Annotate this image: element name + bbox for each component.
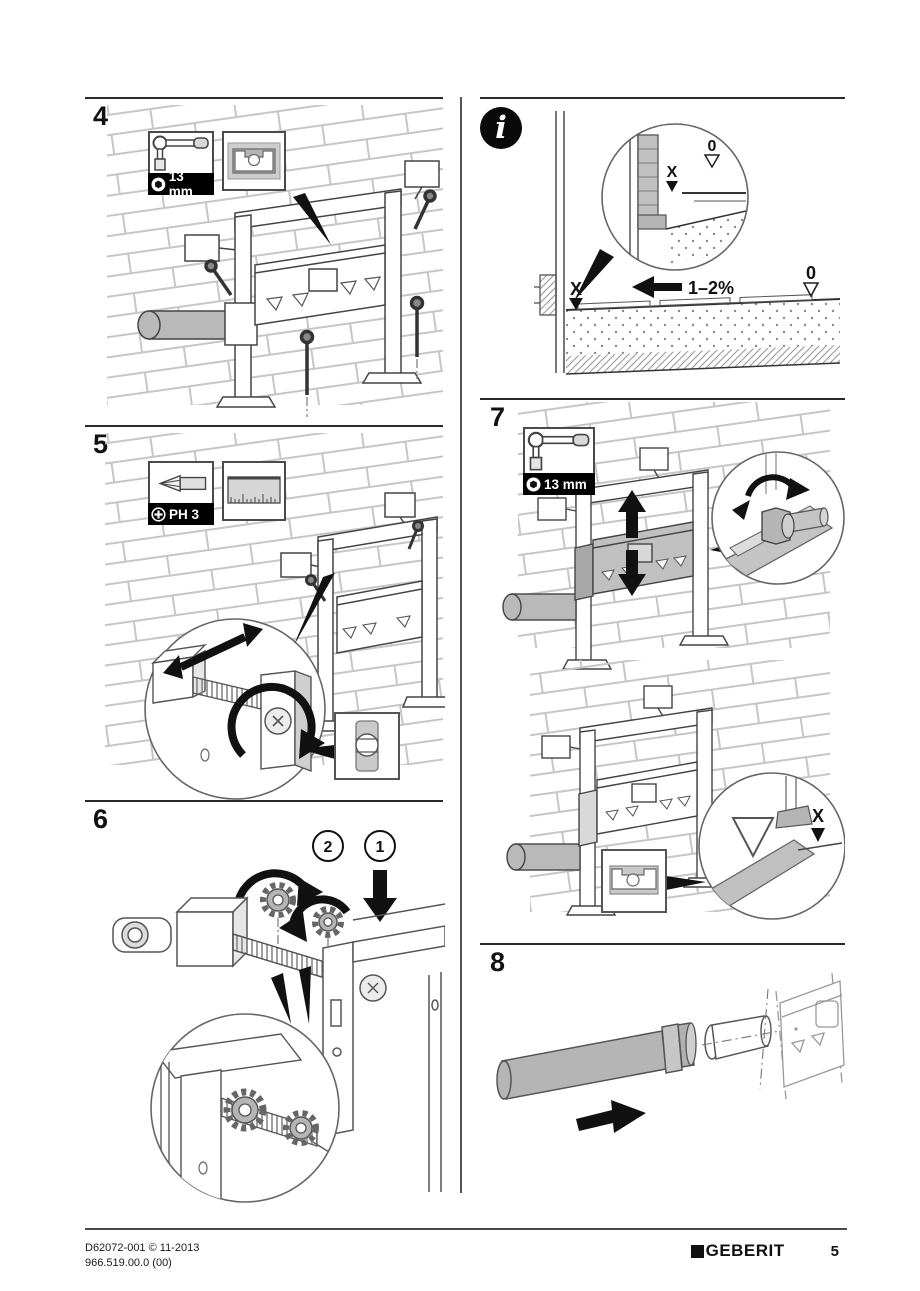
floor-section — [565, 294, 841, 375]
tool-callout-level — [222, 131, 286, 191]
callout-one-circle — [364, 830, 396, 862]
callout-wedge — [293, 573, 335, 647]
wall-anchors — [280, 492, 416, 578]
geberit-logo: GEBERIT — [690, 1241, 785, 1261]
ruler-icon — [227, 476, 281, 504]
callout-wedge-left — [271, 973, 291, 1024]
tool-size-label: 13 mm — [168, 169, 193, 199]
info-illustration: X 1–2% 0 X 0 — [534, 111, 841, 375]
insert-down-arrow — [363, 870, 397, 922]
callout-wedge-right — [299, 966, 311, 1024]
x-floor-marker — [569, 298, 583, 310]
rule-step7 — [480, 398, 845, 400]
serrated-nuts — [260, 882, 344, 966]
installation-frame — [137, 188, 423, 408]
section-info: i — [480, 97, 845, 392]
tool-label-bar: 13 mm — [523, 473, 595, 495]
section-step7: 7 — [480, 398, 845, 943]
rule-step4 — [85, 97, 443, 99]
detail-circle-upper-content — [722, 452, 834, 577]
wall-section — [555, 111, 565, 373]
tool-callout-ruler — [222, 461, 286, 521]
callout-two-circle — [312, 830, 344, 862]
section-step5: 5 — [85, 425, 445, 800]
footer-doc-code: D62072-001 © 11-2013 — [85, 1242, 200, 1254]
tool-label-bar: 13 mm — [148, 169, 214, 199]
fixing-screws — [204, 189, 437, 395]
detail-circle-content — [153, 1033, 330, 1202]
footer-article-code: 966.519.00.0 (00) — [85, 1256, 172, 1269]
section-step8: 8 — [480, 943, 845, 1205]
fixing-screws — [305, 520, 424, 602]
frame-fragment — [775, 972, 845, 1100]
section-step4: 4 — [85, 97, 445, 425]
brand-name: GEBERIT — [705, 1241, 785, 1260]
zero-detail-marker — [703, 154, 721, 169]
logo-square-icon — [690, 1244, 704, 1258]
tool-label-bar: PH 3 — [148, 503, 214, 525]
label-zero-floor: 0 — [806, 263, 816, 283]
step8-number: 8 — [490, 947, 506, 977]
height-adjust-arrows — [618, 490, 646, 596]
step6-number: 6 — [93, 804, 109, 834]
label-offset-x: X — [812, 806, 824, 826]
column-divider — [460, 97, 462, 1193]
footer: D62072-001 © 11-2013 966.519.00.0 (00) G… — [85, 1228, 847, 1271]
axis-lines — [306, 359, 418, 417]
callout-wedge — [293, 193, 331, 245]
pipe-socket — [701, 988, 781, 1090]
zero-floor-marker — [802, 282, 820, 298]
socket-wrench-icon — [527, 431, 590, 471]
step4-number: 4 — [93, 101, 109, 131]
step5-number: 5 — [93, 429, 109, 459]
info-icon: i — [480, 107, 522, 149]
level-vial-box — [601, 849, 706, 913]
x-detail-marker — [666, 181, 678, 192]
tool-bit-label: PH 3 — [169, 506, 200, 522]
label-slope: 1–2% — [688, 278, 734, 298]
callout-one: 1 — [376, 839, 385, 856]
step8-illustration — [496, 972, 845, 1133]
socket-wrench-icon — [152, 135, 209, 171]
frame-upper — [502, 447, 730, 670]
level-vial-box — [299, 712, 400, 780]
tool-callout-socket: 13 mm — [148, 131, 214, 199]
wall-anchors — [184, 160, 440, 262]
drain-body-section — [539, 274, 557, 316]
tool-callout-socket: 13 mm — [523, 427, 595, 495]
offset-marker — [811, 828, 825, 842]
page-number: 5 — [830, 1242, 839, 1260]
rule-step6 — [85, 800, 443, 802]
label-x-detail: X — [667, 164, 678, 181]
hex-socket-icon — [526, 477, 541, 491]
rule-step5 — [85, 425, 443, 427]
tool-size-label: 13 mm — [544, 476, 587, 492]
slope-arrow — [632, 276, 682, 298]
insert-arrow — [576, 1100, 646, 1133]
section-step6: 6 2 1 — [85, 800, 445, 1205]
adjust-double-arrow — [163, 623, 263, 679]
phillips-icon — [151, 506, 166, 522]
drain-pipe — [496, 1022, 697, 1100]
step7-number: 7 — [490, 402, 506, 432]
callout-two: 2 — [324, 839, 333, 856]
tool-callout-phillips: PH 3 — [148, 461, 214, 525]
step6-illustration: 2 1 — [112, 830, 445, 1203]
rotation-arrow — [227, 682, 325, 759]
spirit-level-icon — [227, 142, 281, 180]
rule-step8 — [480, 943, 845, 945]
phillips-bit-icon — [158, 474, 207, 493]
step7-illustration: X — [502, 402, 845, 920]
hex-socket-icon — [151, 177, 166, 191]
rule-info — [480, 97, 845, 99]
callout-wedge — [574, 249, 614, 301]
step4-illustration — [107, 105, 443, 417]
label-zero-detail: 0 — [708, 138, 717, 155]
